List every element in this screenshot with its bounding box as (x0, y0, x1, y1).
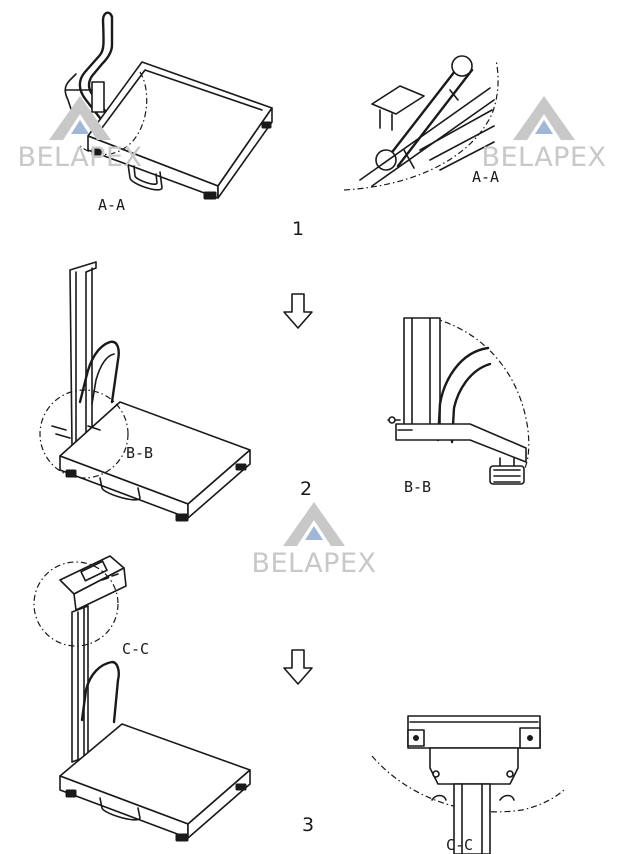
watermark-text: BELAPEX (481, 142, 607, 173)
section-label-c: C-C (122, 640, 150, 658)
detail-b (387, 317, 530, 485)
step-number: 1 (292, 218, 305, 240)
watermark-logo: BELAPEX (0, 92, 160, 173)
scale-step3 (33, 555, 251, 842)
down-arrow-icon (283, 649, 313, 685)
detail-c (371, 715, 567, 854)
scale-step1 (64, 11, 273, 200)
step-number: 3 (302, 814, 315, 836)
belapex-triangle-logo-icon (513, 96, 575, 140)
watermark-logo: BELAPEX (464, 92, 620, 173)
section-label-b-detail: B-B (404, 478, 432, 496)
watermark-text: BELAPEX (17, 142, 143, 173)
detail-a (343, 55, 499, 191)
section-label-a: A-A (98, 196, 126, 214)
watermark-logo: BELAPEX (234, 498, 394, 579)
watermark-text: BELAPEX (251, 548, 377, 579)
section-label-a-detail: A-A (472, 168, 500, 186)
section-label-b: B-B (126, 444, 154, 462)
belapex-triangle-logo-icon (49, 96, 111, 140)
step-number: 2 (300, 478, 313, 500)
belapex-triangle-logo-icon (283, 502, 345, 546)
section-label-c-detail: C-C (446, 836, 474, 854)
down-arrow-icon (283, 293, 313, 329)
scale-step2 (39, 261, 251, 522)
